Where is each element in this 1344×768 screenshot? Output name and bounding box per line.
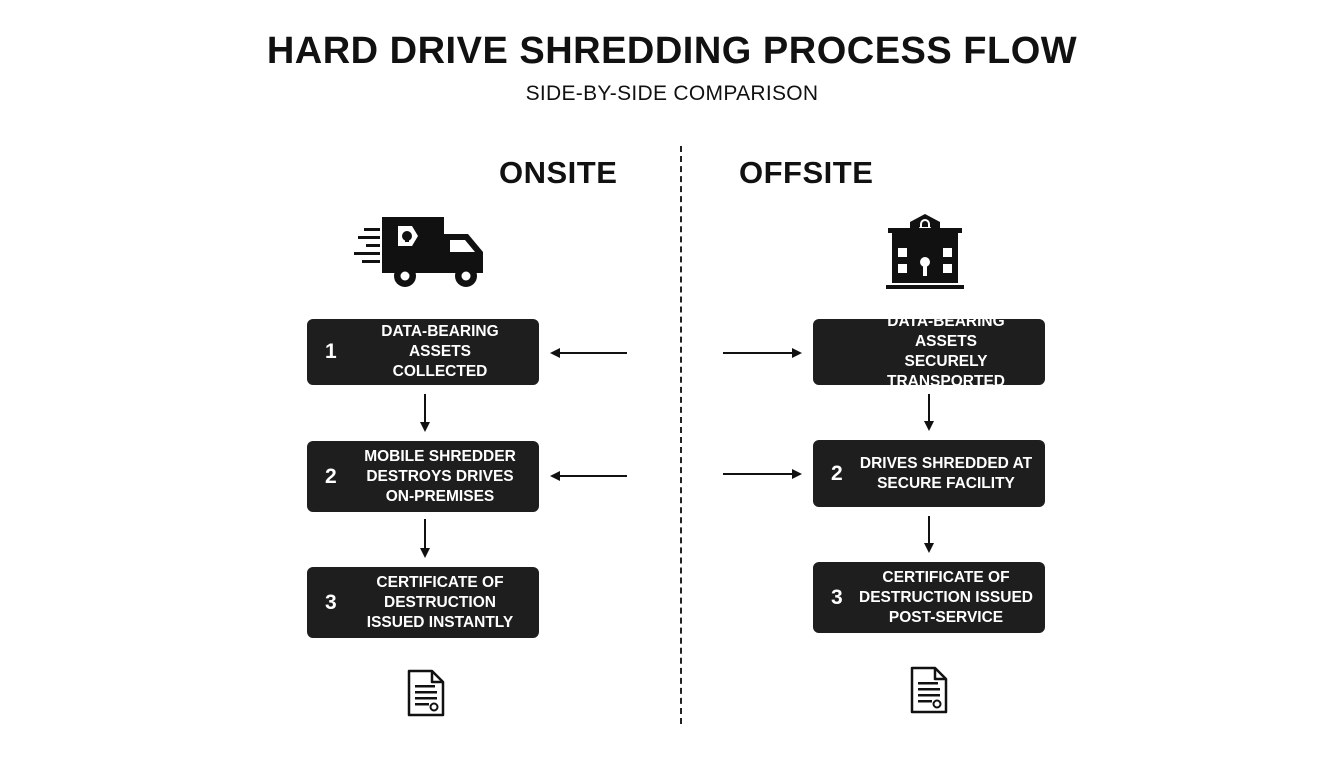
- onsite-step-2-number: 2: [325, 464, 337, 488]
- truck-icon: [354, 217, 483, 287]
- onsite-step-3: 3 CERTIFICATE OF DESTRUCTION ISSUED INST…: [307, 567, 539, 638]
- onsite-step-1-text: DATA-BEARING ASSETS COLLECTED: [381, 323, 499, 380]
- offsite-step-3-text: CERTIFICATE OF DESTRUCTION ISSUED POST-S…: [859, 568, 1033, 626]
- onsite-step-2-text: MOBILE SHREDDER DESTROYS DRIVES ON-PREMI…: [364, 447, 516, 505]
- offsite-document-icon: [910, 666, 948, 714]
- onsite-step-1: 1 DATA-BEARING ASSETS COLLECTED: [307, 319, 539, 385]
- offsite-step-3: 3 CERTIFICATE OF DESTRUCTION ISSUED POST…: [813, 562, 1045, 633]
- onsite-step-1-number: 1: [325, 340, 337, 363]
- offsite-step-2-number: 2: [831, 461, 843, 485]
- onsite-step-3-number: 3: [325, 590, 337, 614]
- onsite-step-2: 2 MOBILE SHREDDER DESTROYS DRIVES ON-PRE…: [307, 441, 539, 512]
- onsite-document-icon: [407, 669, 445, 717]
- offsite-heading: OFFSITE: [739, 155, 874, 190]
- offsite-step-1: DATA-BEARING ASSETS SECURELY TRANSPORTED: [813, 313, 1045, 390]
- page-subtitle: SIDE-BY-SIDE COMPARISON: [525, 82, 819, 105]
- offsite-step-1-text: DATA-BEARING ASSETS SECURELY TRANSPORTED: [887, 313, 1005, 390]
- page-title: HARD DRIVE SHREDDING PROCESS FLOW: [266, 30, 1078, 72]
- offsite-step-2: 2 DRIVES SHREDDED AT SECURE FACILITY: [813, 440, 1045, 507]
- offsite-step-3-number: 3: [831, 585, 843, 609]
- onsite-heading: ONSITE: [499, 155, 618, 190]
- secure-facility-icon: [886, 214, 964, 289]
- onsite-step-3-text: CERTIFICATE OF DESTRUCTION ISSUED INSTAN…: [366, 573, 514, 631]
- column-divider: [680, 146, 682, 724]
- offsite-step-2-text: DRIVES SHREDDED AT SECURE FACILITY: [859, 454, 1033, 492]
